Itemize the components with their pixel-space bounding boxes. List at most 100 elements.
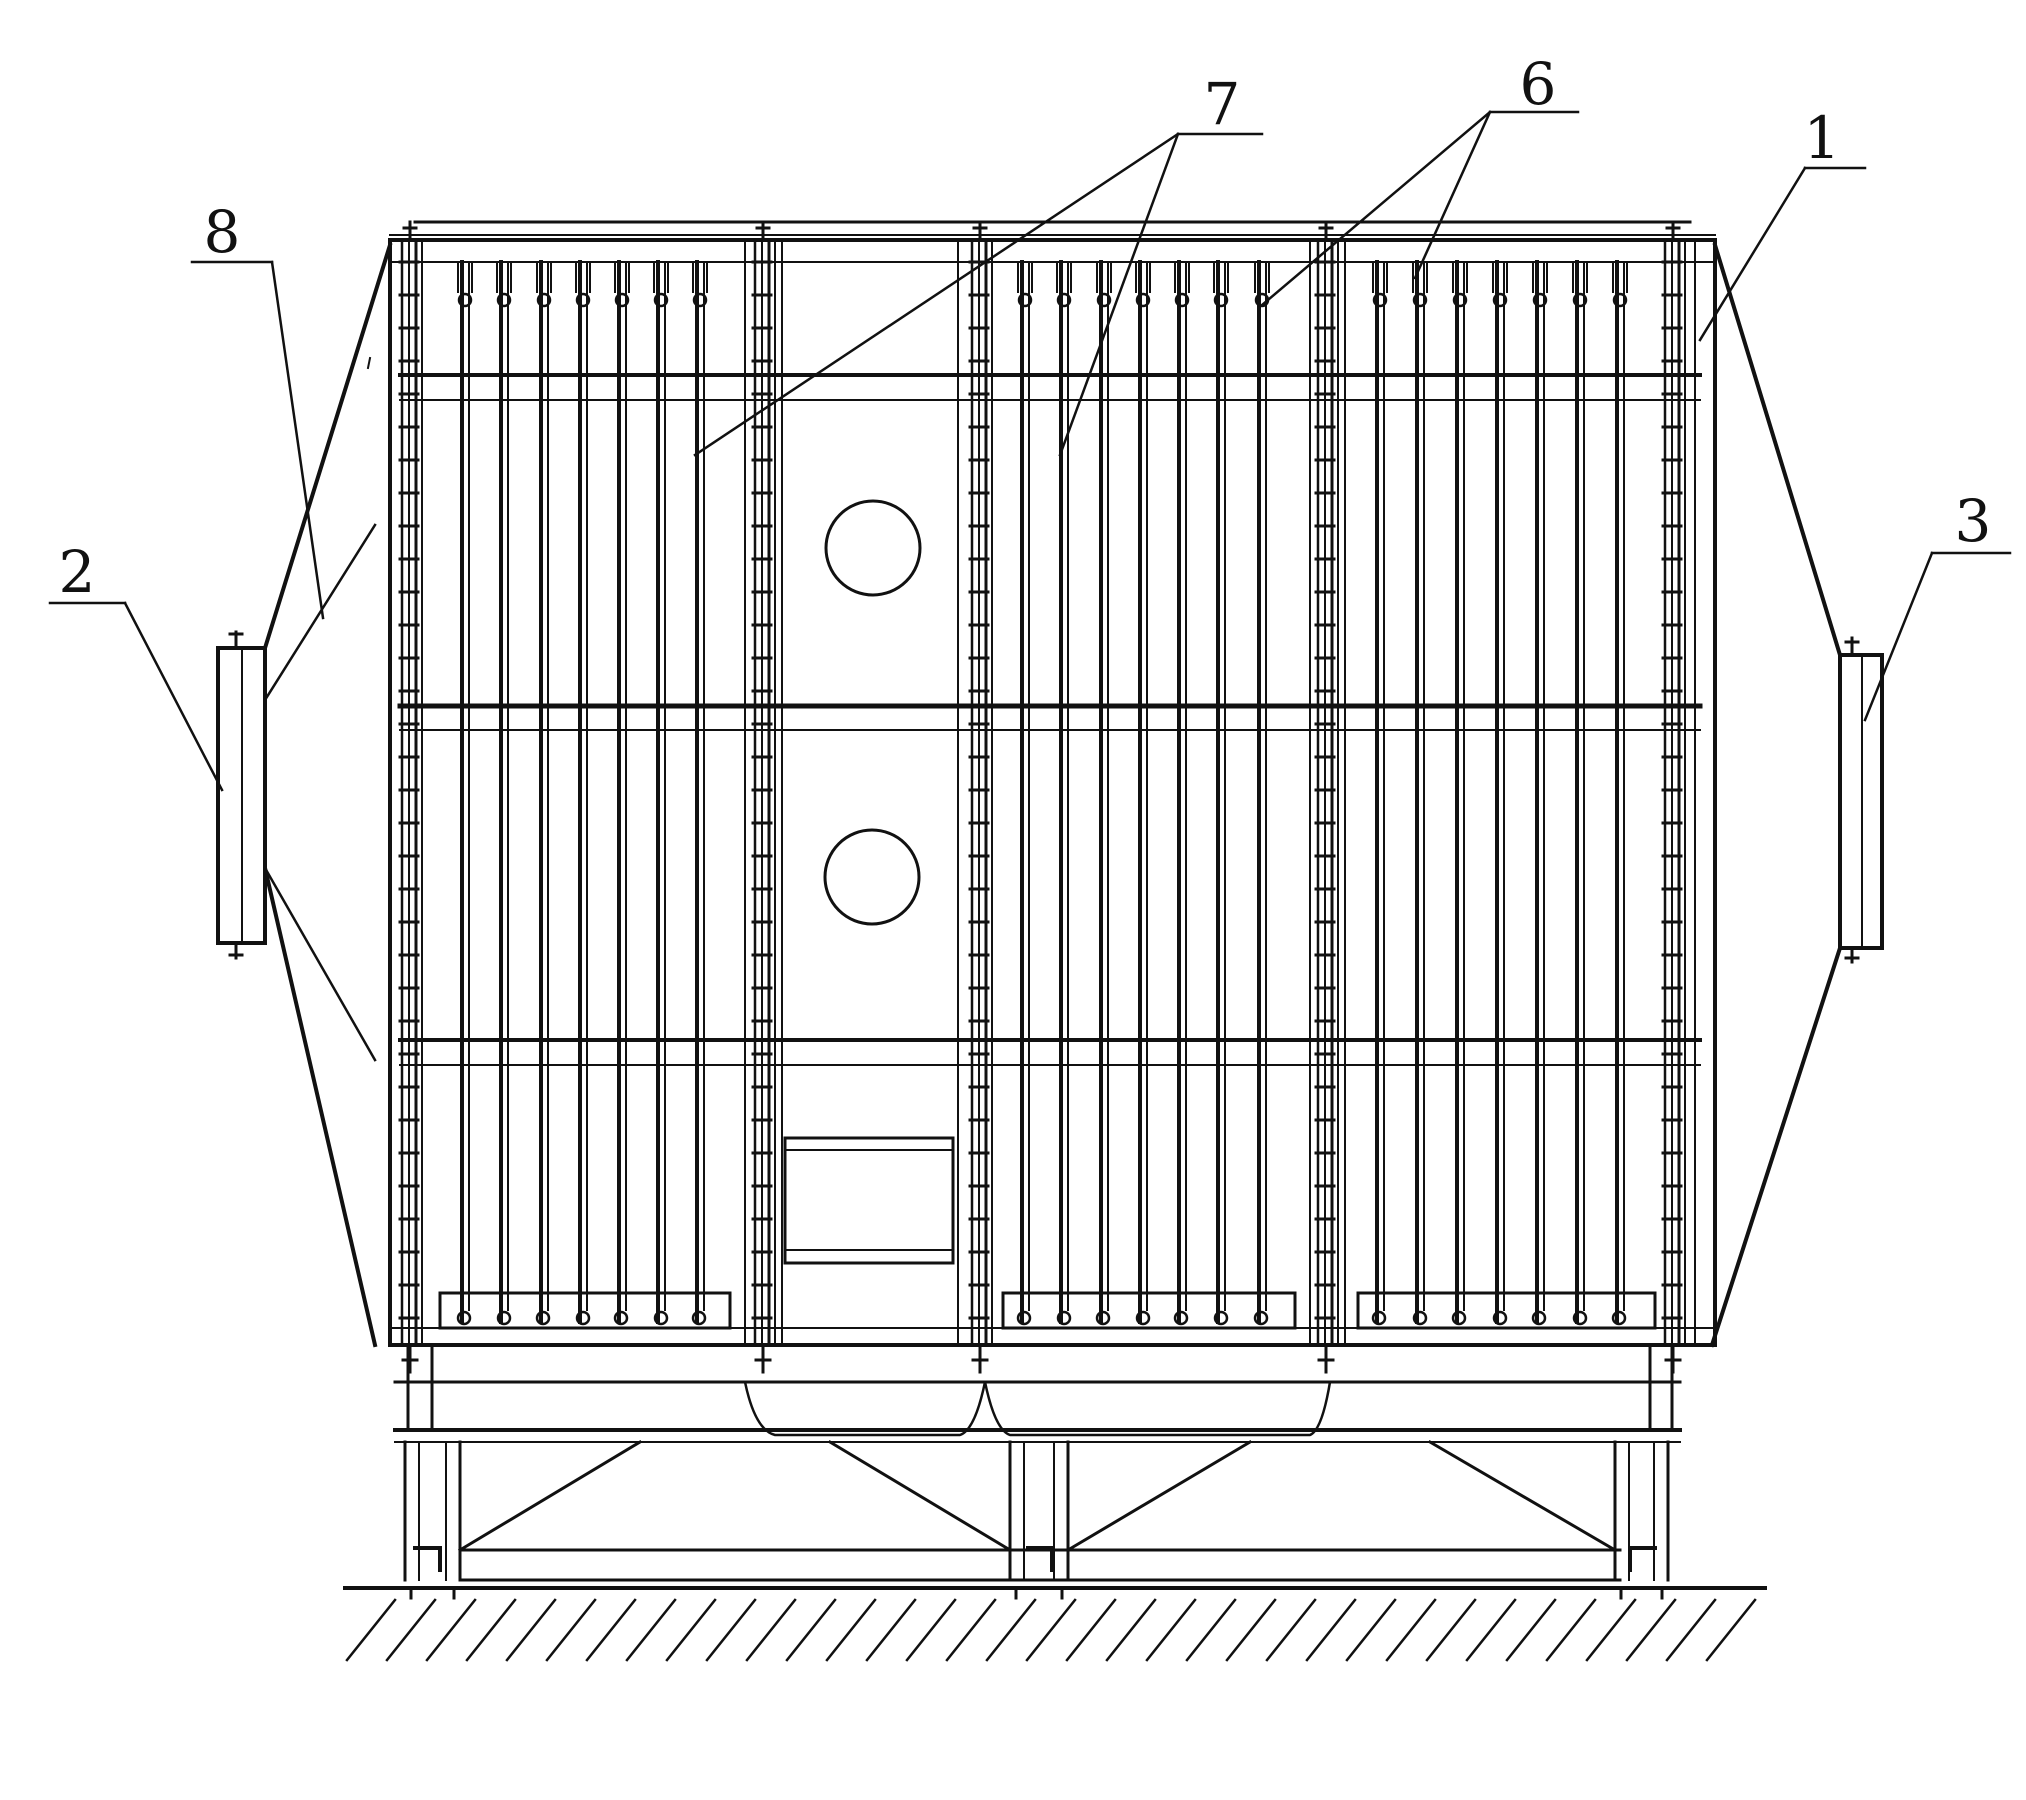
electrode-cell <box>438 260 732 1330</box>
outlet-hood <box>1709 242 1884 1348</box>
suspension-eye <box>1017 292 1033 308</box>
discharge-electrode <box>1611 260 1628 1326</box>
suspension-eye <box>692 292 708 308</box>
hatch-line <box>985 1598 1037 1662</box>
hatch-line <box>1065 1598 1117 1662</box>
suspension-eye <box>614 292 630 308</box>
weight-eye <box>1095 1310 1111 1326</box>
callout-6: 6 <box>1520 50 1557 118</box>
callout-1: 1 <box>1804 104 1841 172</box>
hatch-line <box>425 1598 477 1662</box>
column <box>398 220 423 1374</box>
hatch-line <box>705 1598 757 1662</box>
discharge-electrode <box>1056 260 1072 1326</box>
weight-eye <box>456 1310 472 1326</box>
suspension-eye <box>1612 292 1628 308</box>
discharge-electrode <box>1371 260 1388 1326</box>
weight-eye <box>1213 1310 1229 1326</box>
weight-eye <box>1016 1310 1032 1326</box>
suspension-eye <box>1096 292 1112 308</box>
hatch-line <box>1225 1598 1277 1662</box>
hatch-line <box>1385 1598 1437 1662</box>
weight-eye <box>653 1310 669 1326</box>
discharge-electrode <box>653 260 669 1326</box>
discharge-electrode <box>1213 260 1229 1326</box>
hatch-line <box>865 1598 917 1662</box>
discharge-electrode <box>1095 260 1112 1326</box>
electrode-cell <box>1356 260 1657 1330</box>
suspension-eye <box>1213 292 1229 308</box>
hatch-line <box>1265 1598 1317 1662</box>
weight-eye <box>535 1310 551 1326</box>
inspection-port-lower <box>823 828 921 926</box>
suspension-eye <box>1492 292 1508 308</box>
weight-eye <box>1451 1310 1467 1326</box>
hatch-line <box>1665 1598 1717 1662</box>
hatch-line <box>1345 1598 1397 1662</box>
hatch-line <box>665 1598 717 1662</box>
discharge-electrode <box>535 260 552 1326</box>
structural-columns <box>398 220 1696 1374</box>
hatch-line <box>1585 1598 1637 1662</box>
suspension-eye <box>1372 292 1388 308</box>
discharge-electrode <box>1173 260 1190 1326</box>
inspection-port-upper <box>824 499 922 597</box>
hatch-line <box>385 1598 437 1662</box>
suspension-eye <box>536 292 552 308</box>
suspension-eye <box>457 292 473 308</box>
suspension-eye <box>1412 292 1428 308</box>
column <box>751 220 776 1374</box>
leader-lines <box>48 110 2012 792</box>
hatch-line <box>1305 1598 1357 1662</box>
hatch-line <box>345 1598 397 1662</box>
discharge-electrode <box>1016 260 1033 1326</box>
access-chamber <box>783 499 955 1265</box>
diagonal-brace <box>1065 1439 1253 1553</box>
hatch-line <box>1505 1598 1557 1662</box>
weight-eye <box>1056 1310 1072 1326</box>
suspension-eye <box>1056 292 1072 308</box>
hatch-line <box>1625 1598 1677 1662</box>
hatch-line <box>1465 1598 1517 1662</box>
weight-eye <box>1173 1310 1189 1326</box>
callout-7: 7 <box>1204 70 1241 138</box>
hatch-line <box>905 1598 957 1662</box>
column <box>1314 220 1339 1374</box>
discharge-electrode <box>1135 260 1151 1326</box>
weight-eye <box>1253 1310 1269 1326</box>
weight-eye <box>1135 1310 1151 1326</box>
hatch-line <box>1425 1598 1477 1662</box>
diagonal-brace <box>827 1439 1013 1553</box>
hatch-line <box>825 1598 877 1662</box>
hatch-line <box>545 1598 597 1662</box>
hatch-line <box>465 1598 517 1662</box>
collector-frame <box>1356 1291 1657 1330</box>
discharge-electrode <box>1531 260 1548 1326</box>
suspension-eye <box>653 292 669 308</box>
weight-eye <box>575 1310 591 1326</box>
electrode-cells <box>438 260 1657 1330</box>
weight-eye <box>1492 1310 1508 1326</box>
access-door <box>783 1136 955 1265</box>
weight-eye <box>691 1310 707 1326</box>
collector-frame <box>438 1291 732 1330</box>
discharge-electrode <box>496 260 512 1326</box>
hatch-line <box>1105 1598 1157 1662</box>
weight-eye <box>1572 1310 1588 1326</box>
ground-hatching <box>345 1598 1757 1662</box>
suspension-eye <box>575 292 591 308</box>
hatch-line <box>1545 1598 1597 1662</box>
suspension-eye <box>496 292 512 308</box>
suspension-eye <box>1452 292 1468 308</box>
hopper-curve <box>743 1380 987 1437</box>
diagonal-brace <box>1427 1439 1618 1553</box>
discharge-electrode <box>1572 260 1588 1326</box>
hatch-line <box>1025 1598 1077 1662</box>
suspension-eye <box>1174 292 1190 308</box>
diagonal-brace <box>457 1439 643 1553</box>
discharge-electrode <box>691 260 708 1326</box>
hopper-curve <box>983 1380 1332 1437</box>
callout-2: 2 <box>59 538 96 606</box>
weight-eye <box>1412 1310 1428 1326</box>
